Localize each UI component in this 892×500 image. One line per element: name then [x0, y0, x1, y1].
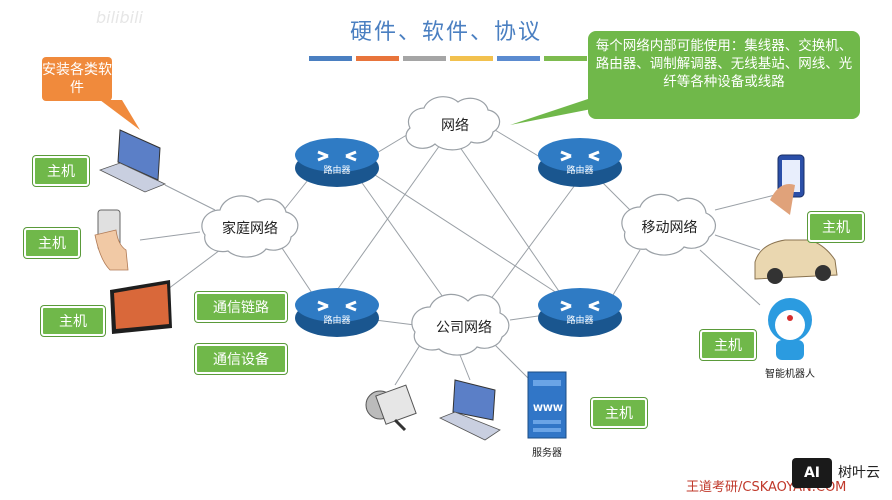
laptop-icon — [439, 379, 501, 441]
host-badge: 主机 — [808, 212, 864, 242]
host-badge: 主机 — [24, 228, 80, 258]
hand-phone-icon — [770, 154, 805, 215]
install-software-callout: 安装各类软件 — [42, 57, 112, 101]
www-label: WWW — [533, 404, 563, 414]
host-badge: 主机 — [591, 398, 647, 428]
title-bar-4 — [450, 56, 493, 61]
phone-icon — [94, 209, 129, 271]
link-legend: 通信链路 — [195, 292, 287, 322]
host-badge: 主机 — [700, 330, 756, 360]
server-caption: 服务器 — [532, 448, 562, 459]
router-icon — [538, 138, 622, 187]
brand-logo: AI — [792, 458, 832, 488]
cloud-icon — [411, 293, 510, 356]
devices-callout-tail — [510, 95, 612, 125]
network-devices-callout: 每个网络内部可能使用：集线器、交换机、路由器、调制解调器、无线基站、网线、光纤等… — [588, 31, 860, 119]
bilibili-watermark: bilibili — [96, 8, 143, 27]
router-label: 路由器 — [323, 316, 351, 326]
router-label: 路由器 — [566, 316, 594, 326]
tv-icon — [110, 280, 172, 334]
cloud-icon — [621, 193, 716, 256]
install-callout-tail — [100, 100, 140, 130]
cloud-icon — [201, 195, 299, 258]
router-icon — [538, 288, 622, 337]
title-bar-6 — [544, 56, 587, 61]
title-bar-5 — [497, 56, 540, 61]
title-bar-2 — [356, 56, 399, 61]
home-network-label: 家庭网络 — [222, 221, 278, 237]
laptop-icon — [98, 129, 167, 193]
host-badge: 主机 — [33, 156, 89, 186]
robot-icon — [768, 298, 812, 360]
internet-label: 网络 — [441, 118, 469, 134]
page-title: 硬件、软件、协议 — [349, 20, 542, 45]
router-icon — [295, 288, 379, 337]
title-bar-1 — [309, 56, 352, 61]
device-legend: 通信设备 — [195, 344, 287, 374]
host-badge: 主机 — [41, 306, 105, 336]
router-label: 路由器 — [566, 166, 594, 176]
cloud-icon — [405, 96, 501, 151]
router-label: 路由器 — [323, 166, 351, 176]
company-network-label: 公司网络 — [436, 320, 492, 336]
car-icon — [754, 239, 838, 284]
mobile-network-label: 移动网络 — [641, 220, 698, 236]
brand-name: 树叶云 — [838, 465, 880, 481]
title-bar-3 — [403, 56, 446, 61]
robot-caption: 智能机器人 — [765, 369, 815, 380]
server-icon — [527, 371, 567, 439]
router-icon — [295, 138, 379, 187]
camera-icon — [365, 384, 417, 432]
